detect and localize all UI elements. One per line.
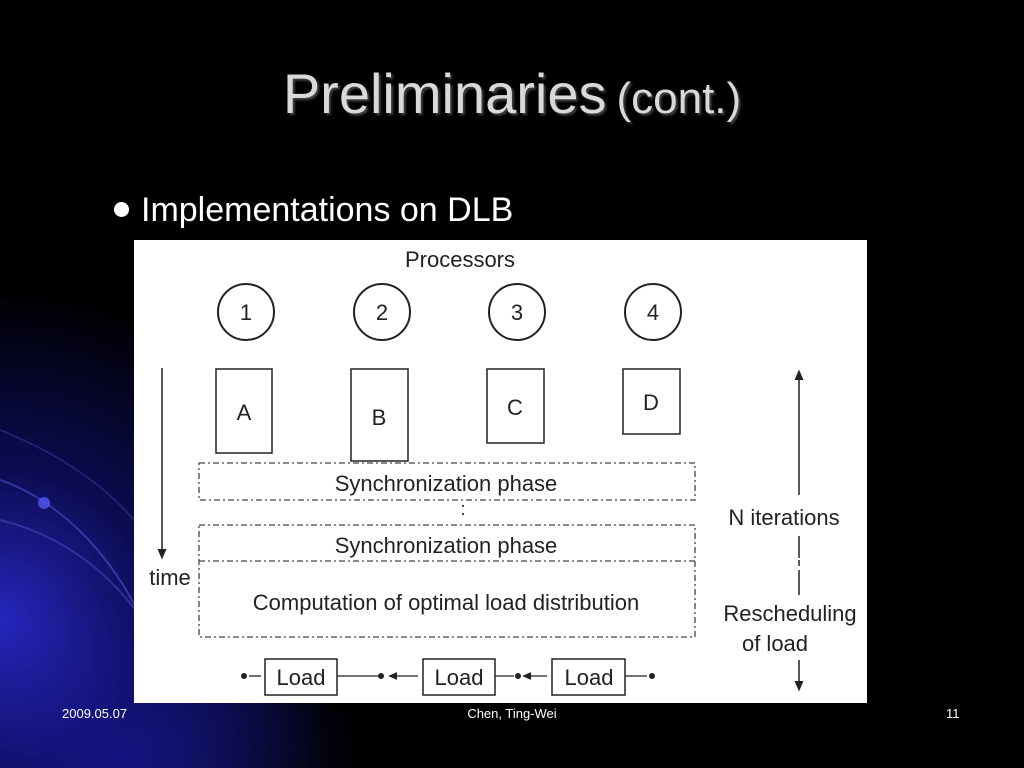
task-c-label: C [507,395,523,420]
bullet-dot-icon [114,202,129,217]
processor-4: 4 [624,283,682,341]
task-d-label: D [643,390,659,415]
footer-page-number: 11 [946,706,960,721]
phase-ellipsis: : [460,499,465,519]
title-text: Preliminaries [282,62,607,125]
load-label-2: Load [435,665,484,690]
dlb-diagram: Processors 1 2 3 4 A B C [134,240,867,703]
load-box-3 [551,658,626,696]
bullet-text: Implementations on DLB [141,191,514,229]
task-c: C [486,368,545,444]
task-b-label: B [372,405,387,430]
iterations-label: N iterations [728,505,839,530]
processor-1: 1 [217,283,275,341]
task-d: D [622,368,681,435]
load-box-2 [422,658,496,696]
load-row: Load Load Load [241,658,655,696]
sync-phase-2-label: Synchronization phase [335,533,558,558]
load-label-3: Load [565,665,614,690]
bullet-item: Implementations on DLB [114,190,513,230]
processor-1-label: 1 [240,300,252,325]
computation-label: Computation of optimal load distribution [253,590,639,615]
task-a-label: A [237,400,252,425]
processor-3: 3 [488,283,546,341]
processor-4-label: 4 [647,300,659,325]
load-box-1 [264,658,338,696]
rescheduling-label-2: of load [742,631,808,656]
title-suffix: (cont.) [616,74,742,123]
processor-3-label: 3 [511,300,523,325]
sync-phase-box-1: Synchronization phase [198,462,696,501]
footer-date: 2009.05.07 [62,706,128,721]
processors-header: Processors [405,247,515,272]
sync-phase-box-2: Synchronization phase Computation of opt… [198,524,696,638]
processor-2-label: 2 [376,300,388,325]
processor-2: 2 [353,283,411,341]
footer-author: Chen, Ting-Wei [467,706,557,721]
task-b: B [350,368,409,462]
time-axis: time [149,368,191,590]
load-label-1: Load [277,665,326,690]
task-a: A [215,368,273,454]
time-label: time [149,565,191,590]
rescheduling-label-1: Rescheduling [723,601,856,626]
sync-phase-1-label: Synchronization phase [335,471,558,496]
iterations-bracket: N iterations Rescheduling of load [723,369,857,692]
slide-title: Preliminaries(cont.) [0,62,1024,131]
